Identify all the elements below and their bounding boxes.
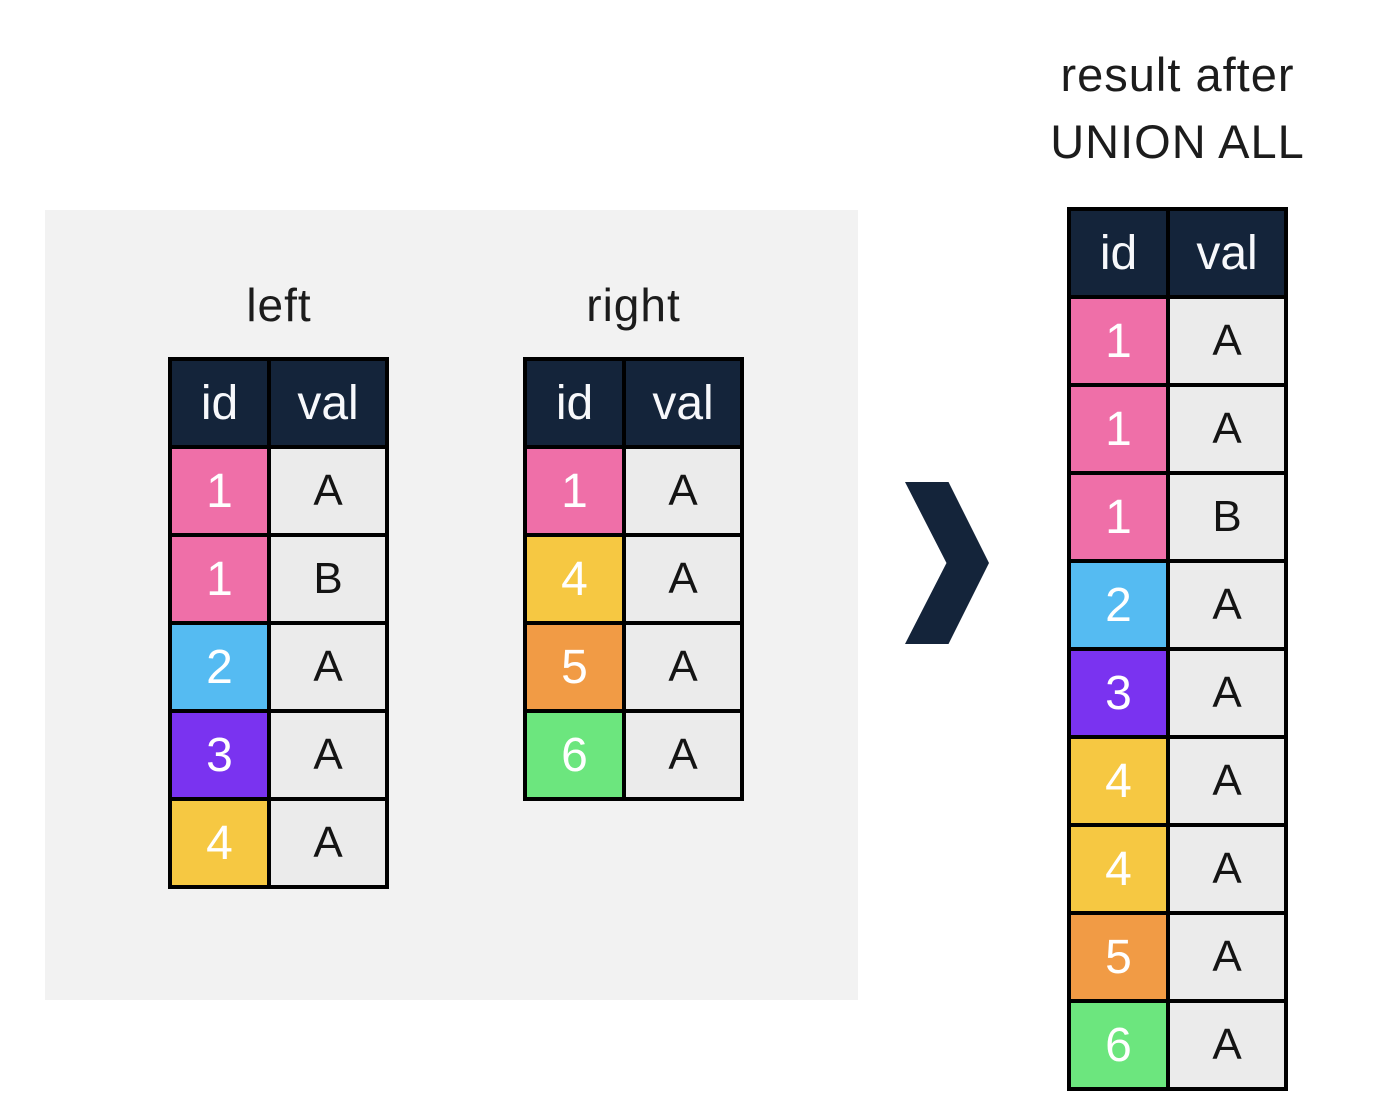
table-row: 1 A: [1067, 383, 1288, 475]
val-cell: A: [267, 445, 389, 537]
val-cell: A: [622, 621, 744, 713]
val-cell: A: [1166, 999, 1288, 1091]
val-cell: A: [267, 709, 389, 801]
left-table: id val 1 A 1 B 2 A 3 A 4 A: [168, 357, 389, 889]
val-cell: A: [1166, 647, 1288, 739]
left-table-title: left: [246, 279, 312, 331]
table-row: 1 A: [168, 445, 389, 537]
table-row: 2 A: [1067, 559, 1288, 651]
val-cell: A: [1166, 295, 1288, 387]
val-cell: A: [267, 797, 389, 889]
result-table: id val 1 A 1 A 1 B 2 A 3 A 4 A 4 A: [1067, 207, 1288, 1091]
table-header-row: id val: [1067, 207, 1288, 299]
val-cell: B: [1166, 471, 1288, 563]
table-header-row: id val: [168, 357, 389, 449]
table-row: 4 A: [168, 797, 389, 889]
right-header-val: val: [622, 357, 744, 449]
id-cell: 4: [1067, 823, 1170, 915]
table-header-row: id val: [523, 357, 744, 449]
id-cell: 6: [1067, 999, 1170, 1091]
val-cell: A: [1166, 911, 1288, 1003]
right-table: id val 1 A 4 A 5 A 6 A: [523, 357, 744, 801]
id-cell: 3: [168, 709, 271, 801]
right-table-title: right: [586, 279, 681, 331]
val-cell: A: [1166, 559, 1288, 651]
val-cell: A: [622, 445, 744, 537]
left-header-val: val: [267, 357, 389, 449]
table-row: 6 A: [523, 709, 744, 801]
result-title-line2: UNION ALL: [1050, 114, 1305, 168]
table-row: 1 A: [523, 445, 744, 537]
val-cell: A: [1166, 823, 1288, 915]
table-row: 3 A: [168, 709, 389, 801]
table-row: 4 A: [1067, 735, 1288, 827]
result-header-val: val: [1166, 207, 1288, 299]
id-cell: 4: [1067, 735, 1170, 827]
id-cell: 5: [1067, 911, 1170, 1003]
id-cell: 4: [168, 797, 271, 889]
id-cell: 1: [168, 445, 271, 537]
id-cell: 1: [1067, 383, 1170, 475]
table-row: 5 A: [523, 621, 744, 713]
id-cell: 2: [168, 621, 271, 713]
table-row: 2 A: [168, 621, 389, 713]
chevron-right-icon: [905, 482, 989, 644]
table-row: 1 B: [1067, 471, 1288, 563]
id-cell: 1: [1067, 295, 1170, 387]
val-cell: A: [1166, 383, 1288, 475]
val-cell: B: [267, 533, 389, 625]
table-row: 4 A: [523, 533, 744, 625]
val-cell: A: [622, 533, 744, 625]
id-cell: 2: [1067, 559, 1170, 651]
table-row: 1 A: [1067, 295, 1288, 387]
result-header-id: id: [1067, 207, 1170, 299]
id-cell: 1: [523, 445, 626, 537]
right-header-id: id: [523, 357, 626, 449]
table-row: 1 B: [168, 533, 389, 625]
result-table-title: result after UNION ALL: [995, 42, 1360, 175]
val-cell: A: [267, 621, 389, 713]
table-row: 4 A: [1067, 823, 1288, 915]
id-cell: 6: [523, 709, 626, 801]
id-cell: 3: [1067, 647, 1170, 739]
val-cell: A: [1166, 735, 1288, 827]
val-cell: A: [622, 709, 744, 801]
table-row: 3 A: [1067, 647, 1288, 739]
table-row: 5 A: [1067, 911, 1288, 1003]
result-title-line1: result after: [1060, 48, 1295, 101]
id-cell: 5: [523, 621, 626, 713]
id-cell: 1: [168, 533, 271, 625]
left-header-id: id: [168, 357, 271, 449]
table-row: 6 A: [1067, 999, 1288, 1091]
id-cell: 4: [523, 533, 626, 625]
id-cell: 1: [1067, 471, 1170, 563]
